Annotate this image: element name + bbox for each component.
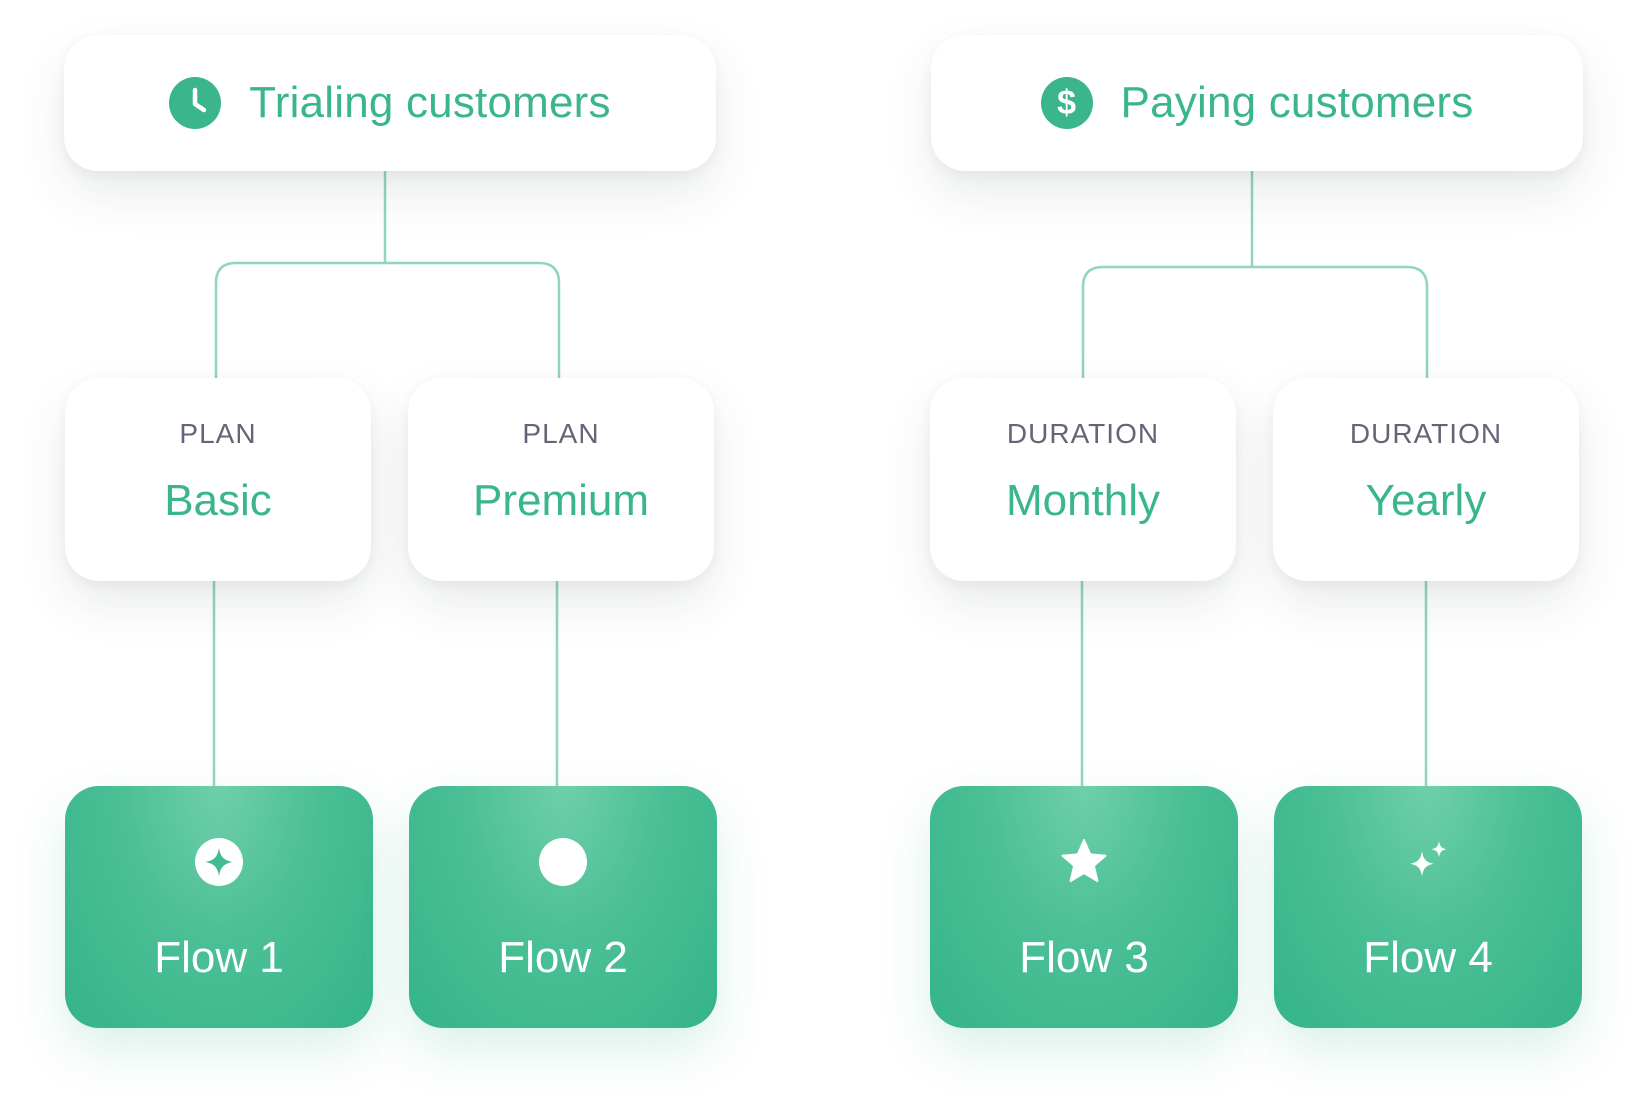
circle-icon (538, 836, 588, 888)
attr-value: Basic (164, 476, 272, 525)
attr-label: DURATION (1349, 418, 1503, 449)
flow-label: Flow 1 (154, 933, 284, 982)
flow-label: Flow 4 (1363, 933, 1493, 982)
attr-card-basic: PLAN Basic (65, 378, 371, 581)
flow-card-4: Flow 4 (1274, 786, 1582, 1028)
attr-value: Monthly (1005, 476, 1161, 525)
star-icon (1059, 836, 1109, 888)
flow-card-3: Flow 3 (930, 786, 1238, 1028)
attr-value: Premium (472, 476, 650, 525)
dollar-icon: $ (1040, 77, 1093, 129)
attr-label: PLAN (179, 418, 257, 449)
attr-label: DURATION (1006, 418, 1160, 449)
attr-label: PLAN (522, 418, 600, 449)
connector-trialing-branches (214, 261, 561, 378)
attr-value: Yearly (1365, 476, 1487, 525)
flow-label: Flow 2 (498, 933, 628, 982)
group-title: Trialing customers (249, 78, 611, 127)
connector-paying-branches (1081, 265, 1429, 378)
group-card-paying: $ Paying customers (931, 35, 1583, 171)
group-card-trialing: Trialing customers (64, 35, 716, 171)
flow-card-1: Flow 1 (65, 786, 373, 1028)
sparkles-icon (1403, 836, 1453, 888)
group-title: Paying customers (1120, 78, 1474, 127)
attr-card-yearly: DURATION Yearly (1273, 378, 1579, 581)
attr-card-monthly: DURATION Monthly (930, 378, 1236, 581)
attr-card-premium: PLAN Premium (408, 378, 714, 581)
flow-card-2: Flow 2 (409, 786, 717, 1028)
clock-icon (169, 77, 222, 129)
sparkle-circle-icon (194, 836, 244, 888)
flow-label: Flow 3 (1019, 933, 1149, 982)
